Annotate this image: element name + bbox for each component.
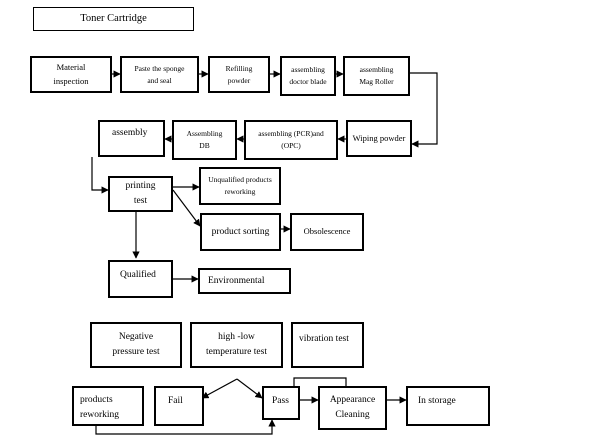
node-assembling-pcr-opc: assembling (PCR)and (OPC) [244,120,338,160]
node-refilling-powder: Refilling powder [208,56,270,93]
node-assembling-mag-roller: assembling Mag Roller [343,56,410,96]
node-negative-pressure-test: Negative pressure test [90,322,182,368]
node-wiping-powder: Wiping powder [346,120,412,157]
line-pass-fanout-right [236,378,263,399]
node-assembling-doctor-blade: assembling doctor blade [280,56,336,96]
node-fail: Fail [154,386,204,426]
node-assembling-db: Assembling DB [172,120,237,160]
node-vibration-test: vibration test [291,322,364,368]
node-paste-sponge-seal: Paste the sponge and seal [120,56,199,93]
node-product-sorting: product sorting [200,213,281,251]
node-appearance-cleaning: Appearance Cleaning [318,386,387,430]
arrow-assembly-to-printing [91,157,109,194]
title-box: Toner Cartridge [33,7,194,31]
node-pass: Pass [262,386,300,420]
node-products-reworking: products reworking [72,386,144,426]
node-assembly: assembly [98,120,165,157]
node-qualified: Qualified [108,260,173,298]
node-environmental: Environmental [198,268,291,294]
node-high-low-temperature-test: high -low temperature test [190,322,283,368]
node-material-inspection: Material inspection [30,56,112,93]
node-obsolescence: Obsolescence [290,213,364,251]
line-pass-top-loop [293,377,347,386]
node-unqualified-reworking: Unqualified products reworking [199,167,281,205]
arrow-mag-roller-to-wiping [410,72,438,148]
line-pass-fanout-left [201,378,238,399]
node-in-storage: In storage [406,386,490,426]
node-printing-test: printing test [108,176,173,212]
arrow-printing-to-sorting [172,189,201,227]
